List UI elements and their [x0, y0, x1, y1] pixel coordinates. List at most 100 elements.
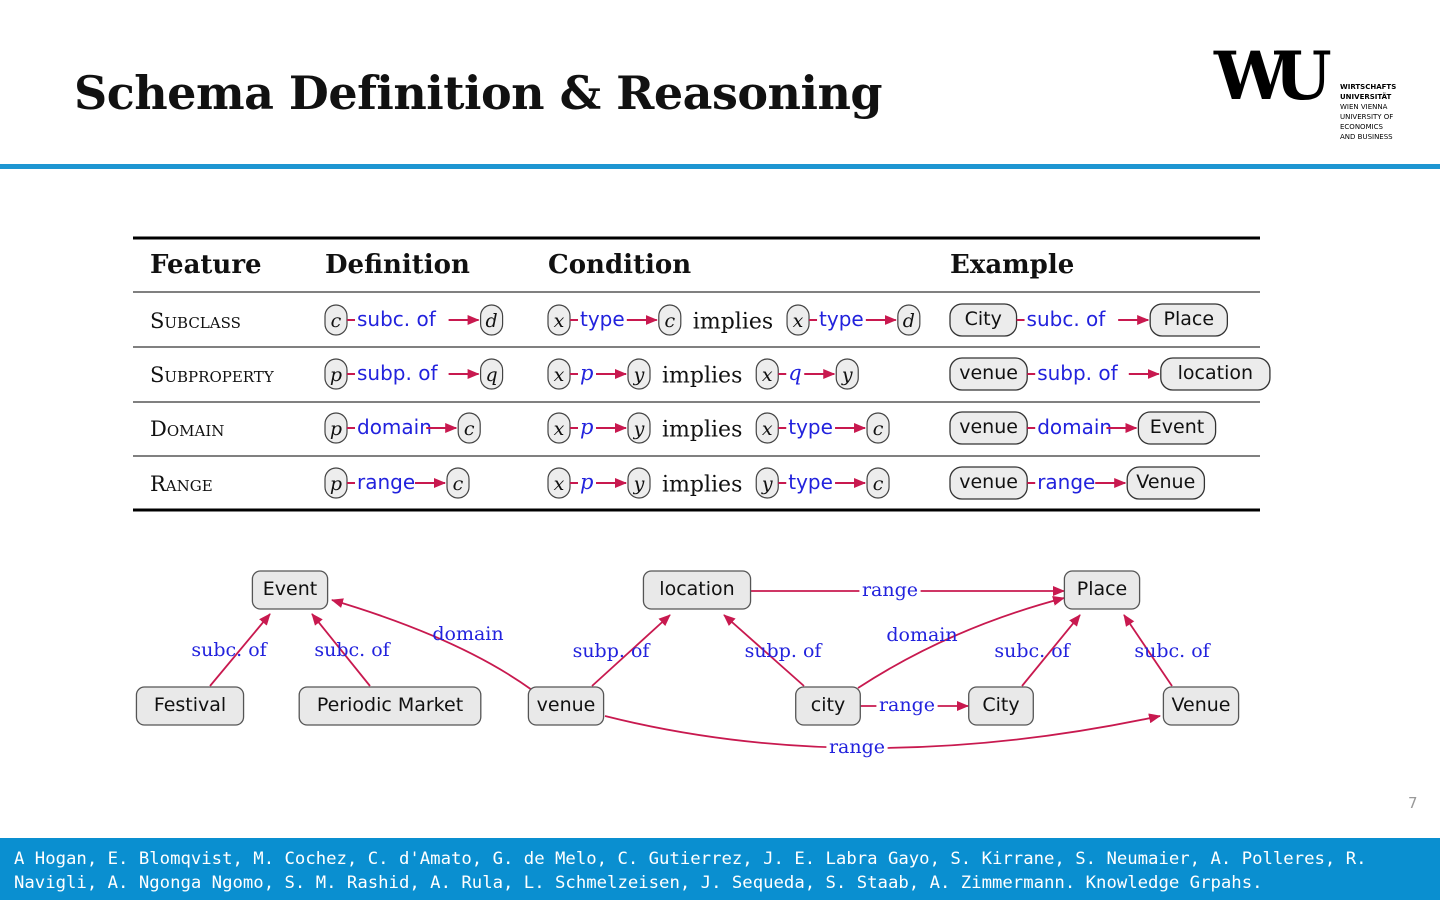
- slide-title: Schema Definition & Reasoning: [74, 66, 883, 120]
- graph-edge-label: range: [829, 736, 885, 758]
- graph-edge-label: range: [879, 694, 935, 716]
- logo-line: ECONOMICS: [1340, 123, 1384, 131]
- citation-text: A Hogan, E. Blomqvist, M. Cochez, C. d'A…: [14, 849, 1367, 893]
- table-header: Example: [950, 250, 1074, 280]
- graph-edge-arrow: [331, 598, 533, 691]
- example-edge-label: subp. of: [1037, 361, 1118, 385]
- graph-node-label: location: [659, 578, 734, 600]
- logo-wordmark: WIRTSCHAFTS UNIVERSITÄT WIEN VIENNA UNIV…: [1340, 82, 1396, 142]
- definition-var: c: [331, 310, 342, 332]
- condition-var: x: [793, 310, 804, 332]
- graph-edge-arrow: [209, 613, 271, 687]
- graph-node-label: Festival: [154, 694, 226, 716]
- condition-var: x: [554, 473, 565, 495]
- table-header: Feature: [150, 250, 262, 280]
- condition-edge-label: q: [788, 361, 801, 385]
- example-node: [1160, 357, 1271, 391]
- graph-edge-arrow: [311, 613, 371, 687]
- graph-node-label: Periodic Market: [317, 694, 463, 716]
- condition-edge-label: type: [788, 415, 833, 439]
- table-header: Condition: [548, 250, 691, 280]
- definition-var: p: [330, 418, 342, 440]
- feature-name: Subproperty: [150, 363, 275, 387]
- condition-var: x: [554, 364, 565, 386]
- condition-node: [866, 412, 890, 444]
- graph-edge-label: range: [862, 579, 918, 601]
- definition-var: c: [464, 418, 475, 440]
- wu-logo: WU WIRTSCHAFTS UNIVERSITÄT WIEN VIENNA U…: [1214, 40, 1414, 150]
- graph-node: [1162, 686, 1240, 726]
- example-node-label: Place: [1164, 308, 1215, 330]
- definition-node: [446, 467, 470, 499]
- condition-var: x: [554, 310, 565, 332]
- table-header: Definition: [325, 250, 470, 280]
- feature-name: Range: [150, 472, 213, 496]
- logo-mark: WU: [1214, 37, 1332, 115]
- example-node-label: City: [965, 308, 1002, 330]
- condition-var: x: [762, 364, 773, 386]
- implies-text: implies: [693, 310, 773, 335]
- condition-edge-label: type: [580, 307, 625, 331]
- example-edge-label: range: [1037, 470, 1095, 494]
- example-edge-label: domain: [1037, 415, 1112, 439]
- graph-node-label: Venue: [1172, 694, 1231, 716]
- condition-var: y: [633, 364, 645, 386]
- condition-edge-label: type: [819, 307, 864, 331]
- graph-edge-label-bg: [826, 737, 888, 759]
- graph-edge-label: subp. of: [745, 640, 824, 662]
- feature-name: Domain: [150, 417, 224, 441]
- example-node-label: location: [1178, 362, 1253, 384]
- condition-var: c: [873, 473, 884, 495]
- graph-edge-label-bg: [876, 695, 938, 717]
- condition-node: [866, 467, 890, 499]
- graph-edge-arrow: [857, 595, 1065, 689]
- graph-node-label: city: [811, 694, 845, 716]
- citation-footer: A Hogan, E. Blomqvist, M. Cochez, C. d'A…: [0, 838, 1440, 900]
- graph-node-label: City: [982, 694, 1019, 716]
- graph-node-label: Event: [263, 578, 317, 600]
- condition-edge-label: type: [788, 470, 833, 494]
- implies-text: implies: [662, 418, 742, 443]
- graph-edge-label: subp. of: [573, 640, 652, 662]
- graph-edge-label: subc. of: [191, 639, 268, 661]
- condition-edge-label: p: [580, 415, 593, 439]
- graph-edge-label: domain: [432, 623, 503, 645]
- example-node-label: venue: [959, 362, 1018, 384]
- graph-edge-label-bg: [859, 580, 921, 602]
- condition-node: [627, 358, 651, 390]
- condition-edge-label: p: [580, 361, 593, 385]
- graph-node-label: venue: [537, 694, 596, 716]
- condition-var: y: [633, 418, 645, 440]
- condition-node: [658, 304, 682, 336]
- definition-node: [457, 412, 481, 444]
- graph-edge-arrow: [1021, 614, 1081, 687]
- graph-node: [968, 686, 1034, 726]
- condition-node: [627, 467, 651, 499]
- graph-node: [795, 686, 861, 726]
- graph-edge-label: subc. of: [994, 640, 1071, 662]
- logo-line: UNIVERSITÄT: [1340, 93, 1392, 101]
- definition-var: q: [486, 364, 498, 386]
- implies-text: implies: [662, 473, 742, 498]
- example-node: [1149, 303, 1229, 337]
- logo-line: AND BUSINESS: [1340, 133, 1393, 141]
- graph-edge-arrow: [723, 614, 805, 687]
- condition-node: [897, 304, 921, 336]
- graph-node: [642, 570, 752, 610]
- graph-node-label: Place: [1077, 578, 1128, 600]
- page-number: 7: [1408, 794, 1418, 812]
- logo-line: UNIVERSITY OF: [1340, 113, 1394, 121]
- definition-edge-label: range: [357, 470, 415, 494]
- graph-edge-label: domain: [886, 624, 957, 646]
- logo-line: WIEN VIENNA: [1340, 103, 1388, 111]
- example-node-label: venue: [959, 471, 1018, 493]
- graph-edge-arrow: [1123, 614, 1173, 687]
- condition-var: x: [762, 418, 773, 440]
- definition-edge-label: subp. of: [357, 361, 438, 385]
- graph-edge-arrow: [591, 614, 671, 687]
- definition-var: c: [453, 473, 464, 495]
- condition-var: y: [841, 364, 853, 386]
- example-edge-label: subc. of: [1027, 307, 1107, 331]
- definition-node: [480, 358, 504, 390]
